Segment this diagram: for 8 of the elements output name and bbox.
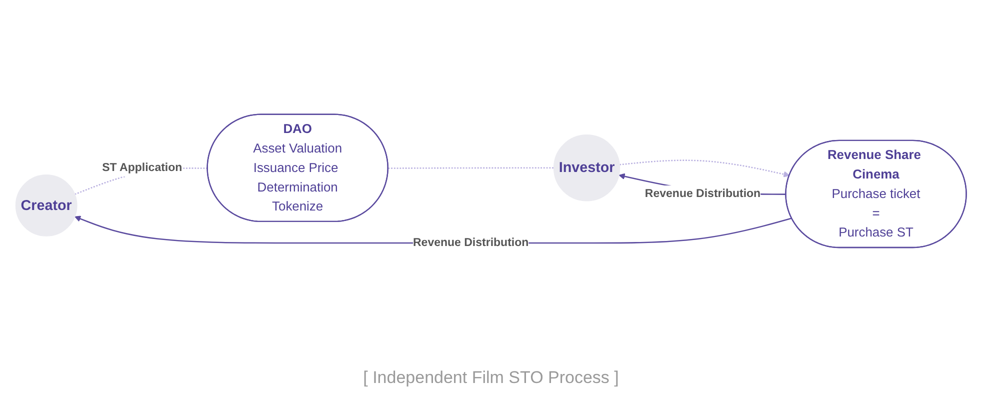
edge-label: Revenue Distribution bbox=[644, 187, 761, 200]
connector bbox=[388, 167, 554, 169]
caption: [ Independent Film STO Process ] bbox=[363, 368, 619, 388]
edge-label: ST Application bbox=[102, 161, 182, 174]
arrow bbox=[620, 160, 790, 178]
node-circle: Creator bbox=[15, 174, 78, 236]
edge-label: Revenue Distribution bbox=[412, 236, 529, 249]
node-circle: Investor bbox=[553, 134, 620, 202]
